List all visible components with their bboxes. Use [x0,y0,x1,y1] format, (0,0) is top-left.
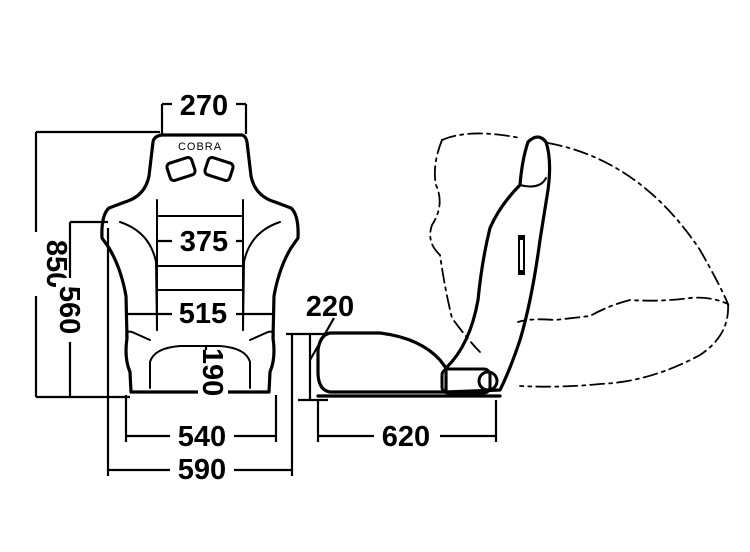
label-side-bolster-height: 220 [306,291,354,323]
side-backrest [444,135,552,394]
front-view: COBRA [100,133,300,394]
recline-arc [517,142,730,323]
right-bolster-curve [242,221,281,331]
seat-cushion [149,345,251,389]
dimension-labels: 270 850 560 375 515 190 220 540 590 620 [22,90,440,486]
label-hip-width: 515 [179,298,227,330]
right-thigh-bolster [249,330,275,341]
label-base-width: 540 [178,421,226,453]
left-bolster-curve [119,221,158,331]
label-headrest-width: 270 [180,90,228,122]
label-cushion-height: 190 [196,348,228,396]
label-shoulder-width: 375 [180,226,228,258]
front-seat-shell [100,133,300,394]
label-back-height: 560 [53,286,85,334]
recline-lower-arc [519,303,729,388]
harness-slot-right [203,155,235,183]
label-seat-depth: 620 [382,421,430,453]
label-overall-width: 590 [178,454,226,486]
harness-slot-left [165,155,197,183]
reclined-headrest-outline [441,132,521,141]
side-seat-pan [316,331,448,394]
recline-hinge [440,367,499,395]
backrest-inner-edge [519,177,547,188]
side-view [316,132,730,398]
reclined-backrest-outline [429,139,481,353]
brand-logo: COBRA [178,141,222,153]
left-thigh-bolster [125,330,151,341]
